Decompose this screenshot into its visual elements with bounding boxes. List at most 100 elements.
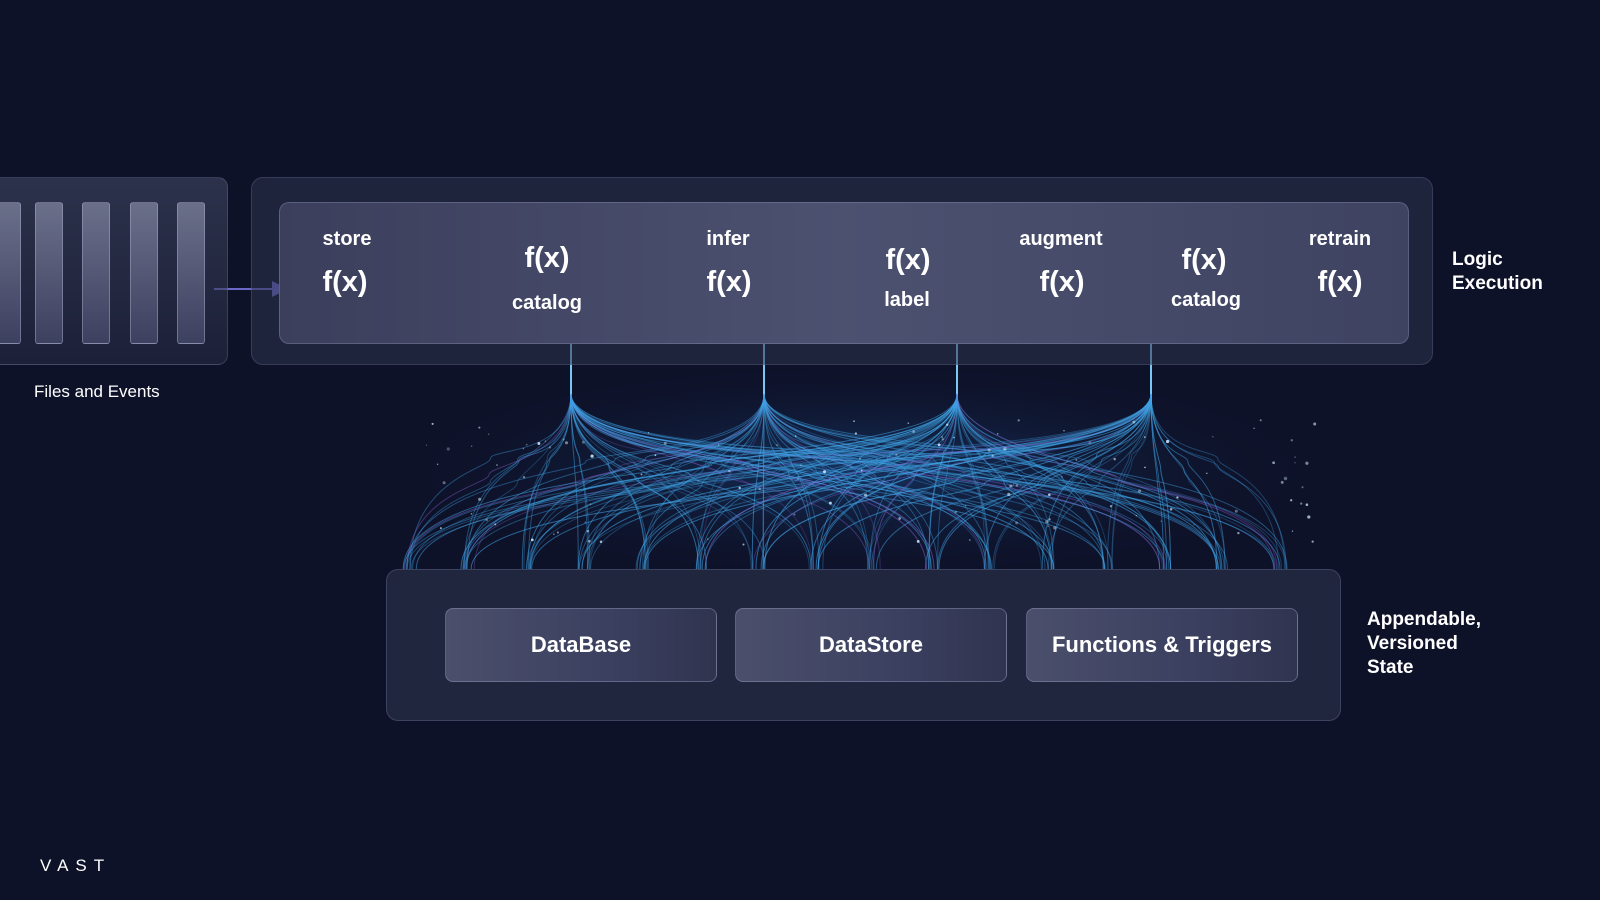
fiber-sparkle [742, 543, 745, 546]
stage-op-catalog-2: catalog [1170, 289, 1242, 311]
stage-op-retrain: retrain [1308, 228, 1372, 250]
fiber-sparkle [916, 539, 920, 543]
fiber-strand [406, 393, 1152, 570]
fiber-strand [1050, 393, 1152, 570]
fiber-strand [570, 393, 589, 570]
fiber-sparkle [987, 448, 991, 452]
fiber-sparkle [478, 497, 482, 501]
files-label: Files and Events [34, 382, 160, 401]
fiber-sparkle [525, 443, 528, 446]
fiber-strand [642, 393, 765, 570]
fiber-sparkle [828, 501, 832, 505]
fiber-sparkle [1300, 502, 1303, 505]
fiber-sparkle [1017, 419, 1020, 422]
fiber-strand [464, 393, 1152, 570]
fiber-sparkle [564, 441, 569, 445]
fiber-strand [956, 393, 1055, 570]
fiber-sparkle [1193, 524, 1195, 526]
fiber-sparkle [941, 438, 944, 441]
fiber-strand [465, 393, 765, 570]
fiber-sparkle [1212, 436, 1214, 438]
fiber-strand [1150, 393, 1226, 570]
fiber-sparkle [1305, 503, 1309, 506]
fiber-sparkle [793, 513, 796, 516]
fiber-strand [762, 393, 1152, 570]
fiber-strand [643, 393, 1152, 570]
fiber-glow [390, 360, 1330, 580]
fiber-sparkle [1176, 496, 1179, 499]
fiber-sparkle [485, 518, 489, 522]
fiber-sparkle [854, 432, 858, 435]
fiber-sparkle [964, 505, 967, 507]
fiber-strand [763, 393, 1225, 570]
fiber-sparkle [590, 454, 594, 458]
fiber-sparkle [446, 447, 450, 451]
fiber-strand [956, 393, 990, 570]
fiber-strand [635, 393, 958, 570]
fiber-strand [570, 393, 649, 570]
fiber-strand [763, 393, 930, 570]
fiber-strand [530, 393, 958, 570]
fiber-sparkle [1009, 484, 1013, 488]
fiber-sparkle [654, 454, 657, 457]
fiber-strand [983, 393, 1152, 570]
fiber-sparkle [436, 463, 439, 465]
fiber-sparkle [1015, 484, 1019, 487]
fiber-sparkle [537, 442, 541, 445]
fiber-sparkle [487, 433, 490, 436]
fiber-sparkle [937, 443, 941, 447]
fiber-strand [817, 393, 1152, 570]
fiber-sparkle [1305, 461, 1309, 465]
fiber-strand [403, 393, 1152, 570]
fiber-sparkle [860, 469, 863, 472]
stage-op-store: store [322, 228, 372, 250]
fiber-sparkle [1132, 420, 1136, 424]
fiber-sparkle [581, 440, 585, 444]
fiber-sparkle [758, 487, 762, 491]
fiber-strand [760, 393, 958, 570]
fiber-strand [763, 393, 987, 570]
fiber-sparkle [478, 426, 481, 429]
fiber-strand [1150, 393, 1164, 570]
fiber-sparkle [431, 422, 434, 425]
fiber-sparkle [953, 436, 955, 439]
fiber-strand [763, 393, 990, 570]
fiber-sparkle [1053, 526, 1057, 530]
fiber-sparkle [496, 464, 498, 466]
stage-fx-augment: f(x) [1039, 266, 1085, 298]
fiber-strand [586, 393, 765, 570]
fiber-sparkle [1003, 447, 1007, 451]
stage-op-infer: infer [706, 228, 750, 250]
fiber-strand [460, 393, 958, 570]
fiber-strand [704, 393, 1152, 570]
fiber-sparkle [1160, 520, 1162, 522]
fiber-sparkle [996, 433, 999, 435]
fiber-sparkle [794, 435, 797, 437]
fiber-strand [956, 393, 1287, 570]
fiber-strand [868, 393, 958, 570]
fiber-strand [570, 393, 590, 570]
fiber-strand [763, 393, 881, 570]
fiber-sparkle [898, 517, 901, 520]
fiber-strand [406, 393, 572, 570]
fiber-sparkle [1007, 492, 1011, 497]
fiber-sparkle [1143, 436, 1146, 439]
fiber-strand [526, 393, 765, 570]
fiber-strand [762, 393, 765, 570]
fiber-strand [993, 393, 1152, 570]
fiber-strand [956, 393, 1217, 570]
fiber-sparkle [895, 453, 898, 456]
fiber-strand [462, 393, 572, 570]
fiber-strand [956, 393, 1223, 570]
vast-logo: VAST [40, 856, 112, 875]
stage-op-augment: augment [1019, 228, 1103, 250]
state-label-line3: State [1367, 657, 1414, 678]
fiber-strand [463, 393, 572, 570]
fiber-strand [636, 393, 958, 570]
fiber-sparkle [738, 486, 741, 490]
fiber-strand [751, 393, 765, 570]
fiber-strand [810, 393, 958, 570]
state-label-line1: Appendable, [1367, 609, 1482, 630]
fiber-strand [763, 393, 1053, 570]
